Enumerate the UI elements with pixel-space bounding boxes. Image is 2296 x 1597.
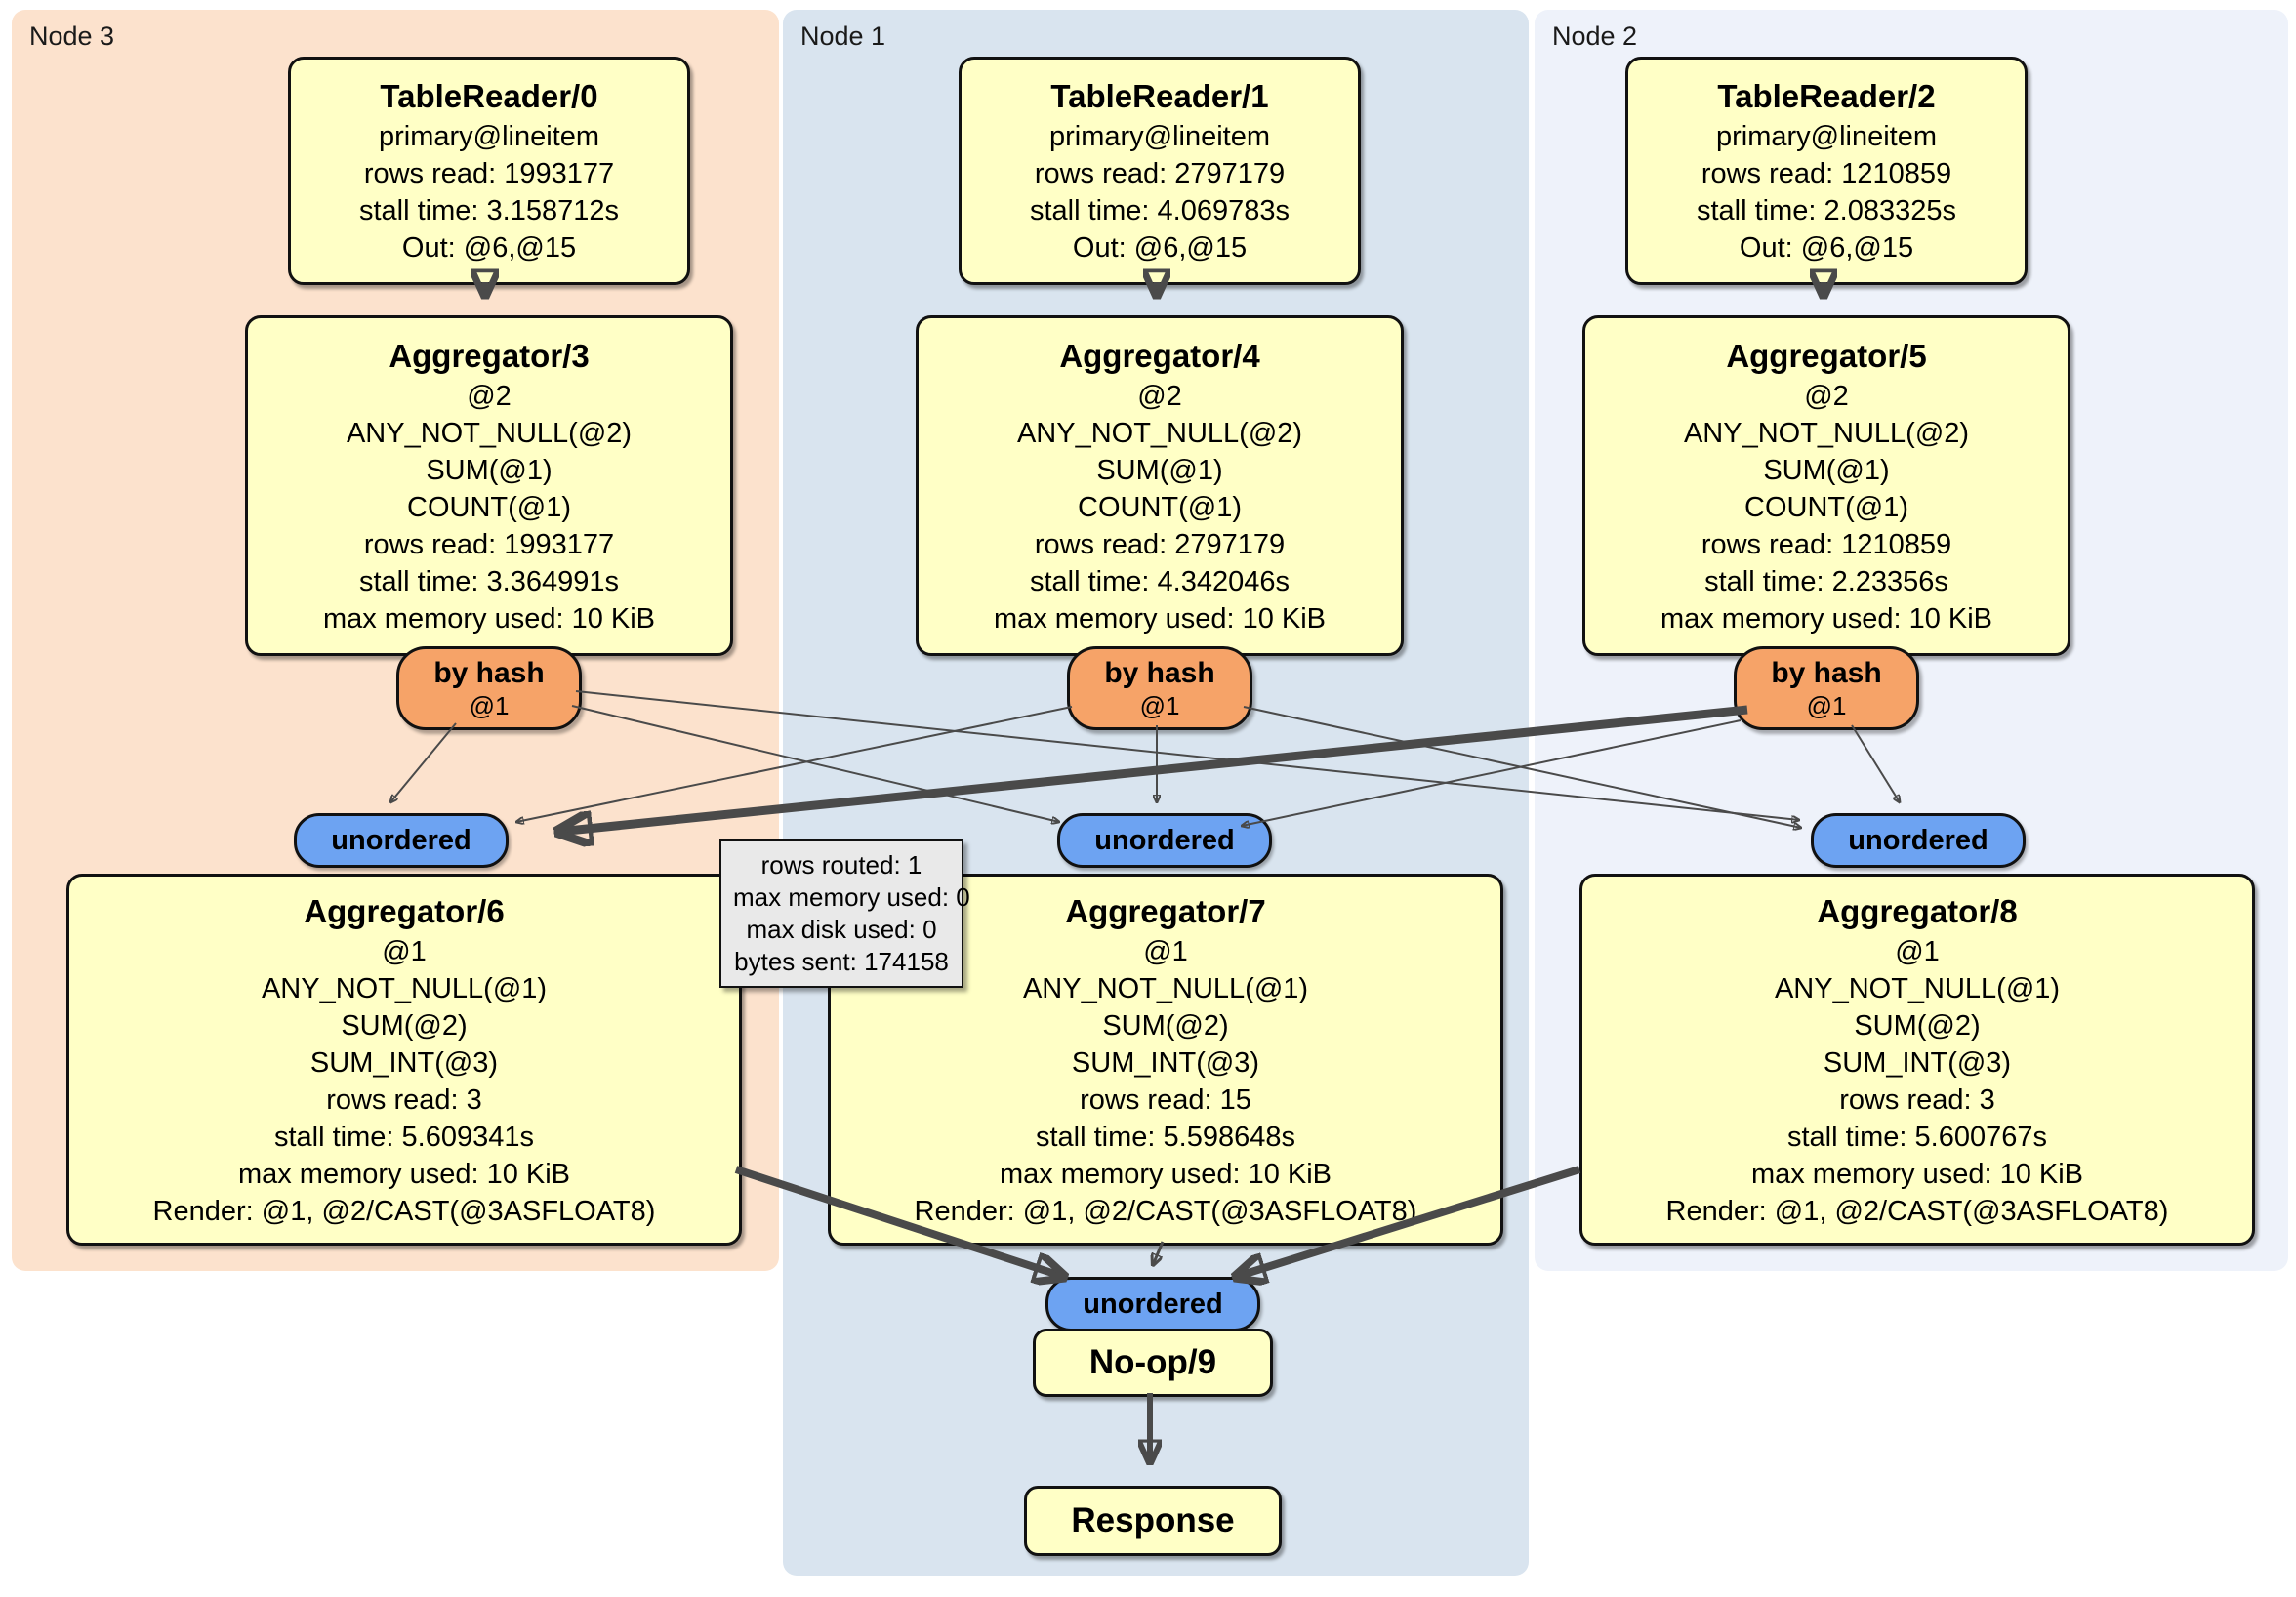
op-detail: @2	[1137, 380, 1182, 412]
op-detail: stall time: 5.598648s	[1036, 1121, 1295, 1153]
op-detail: SUM(@1)	[426, 454, 553, 486]
op-aggregator-5[interactable]: Aggregator/5 @2 ANY_NOT_NULL(@2) SUM(@1)…	[1582, 315, 2070, 656]
op-detail: max memory used: 10 KiB	[993, 602, 1327, 635]
op-detail: ANY_NOT_NULL(@2)	[1683, 417, 1970, 449]
op-detail: SUM(@2)	[1102, 1009, 1229, 1042]
op-detail: rows read: 2797179	[1034, 158, 1286, 189]
op-detail: ANY_NOT_NULL(@1)	[1774, 972, 2061, 1004]
sync-unordered-1[interactable]: unordered	[294, 813, 509, 868]
op-detail: Out: @6,@15	[1072, 232, 1248, 264]
op-detail: primary@lineitem	[1048, 121, 1271, 152]
op-aggregator-4[interactable]: Aggregator/4 @2 ANY_NOT_NULL(@2) SUM(@1)…	[916, 315, 1404, 656]
op-detail: stall time: 3.364991s	[359, 565, 619, 597]
op-detail: stall time: 4.069783s	[1030, 195, 1290, 226]
op-title: Aggregator/8	[1817, 892, 2018, 929]
op-aggregator-3[interactable]: Aggregator/3 @2 ANY_NOT_NULL(@2) SUM(@1)…	[245, 315, 733, 656]
tooltip-line: max disk used: 0	[746, 915, 937, 944]
router-columns: @1	[469, 691, 510, 720]
op-noop-9[interactable]: No-op/9	[1033, 1329, 1273, 1397]
router-label: by hash	[433, 657, 545, 689]
router-label: by hash	[1104, 657, 1215, 689]
op-aggregator-8[interactable]: Aggregator/8 @1 ANY_NOT_NULL(@1) SUM(@2)…	[1579, 874, 2255, 1246]
op-title: Response	[1071, 1501, 1235, 1539]
op-detail: rows read: 1210859	[1701, 158, 1952, 189]
op-detail: ANY_NOT_NULL(@1)	[261, 972, 548, 1004]
op-detail: @1	[1143, 935, 1188, 967]
op-title: Aggregator/5	[1726, 337, 1927, 374]
op-detail: ANY_NOT_NULL(@2)	[346, 417, 633, 449]
op-detail: @1	[1895, 935, 1940, 967]
op-detail: max memory used: 10 KiB	[1750, 1158, 2084, 1190]
op-detail: ANY_NOT_NULL(@1)	[1022, 972, 1309, 1004]
op-title: TableReader/2	[1717, 78, 1936, 114]
tooltip-line: bytes sent: 174158	[734, 947, 949, 976]
op-tablereader-1[interactable]: TableReader/1 primary@lineitem rows read…	[959, 57, 1361, 285]
op-tablereader-2[interactable]: TableReader/2 primary@lineitem rows read…	[1625, 57, 2028, 285]
op-detail: @2	[467, 380, 512, 412]
op-detail: max memory used: 10 KiB	[1660, 602, 1993, 635]
op-detail: SUM(@2)	[1854, 1009, 1981, 1042]
op-detail: rows read: 15	[1080, 1084, 1251, 1116]
op-detail: SUM(@1)	[1096, 454, 1223, 486]
stream-stats-tooltip: rows routed: 1 max memory used: 0 max di…	[719, 839, 970, 988]
op-title: Aggregator/4	[1059, 337, 1260, 374]
op-title: TableReader/0	[380, 78, 598, 114]
op-detail: SUM(@1)	[1763, 454, 1890, 486]
tooltip-line: rows routed: 1	[760, 850, 922, 880]
op-aggregator-6[interactable]: Aggregator/6 @1 ANY_NOT_NULL(@1) SUM(@2)…	[66, 874, 742, 1246]
op-response[interactable]: Response	[1024, 1486, 1282, 1556]
router-by-hash-3[interactable]: by hash @1	[1734, 646, 1919, 730]
sync-unordered-2[interactable]: unordered	[1057, 813, 1272, 868]
op-title: No-op/9	[1088, 1343, 1217, 1381]
op-detail: max memory used: 10 KiB	[999, 1158, 1332, 1190]
panel-label-node-1: Node 1	[800, 21, 886, 51]
op-detail: Render: @1, @2/CAST(@3ASFLOAT8)	[152, 1195, 656, 1227]
op-detail: rows read: 1210859	[1701, 528, 1952, 560]
op-detail: primary@lineitem	[1715, 121, 1938, 152]
op-detail: Render: @1, @2/CAST(@3ASFLOAT8)	[914, 1195, 1417, 1227]
op-title: Aggregator/7	[1065, 892, 1266, 929]
panel-label-node-2: Node 2	[1552, 21, 1638, 51]
sync-unordered-final[interactable]: unordered	[1046, 1277, 1260, 1331]
op-detail: ANY_NOT_NULL(@2)	[1016, 417, 1303, 449]
op-detail: SUM_INT(@3)	[1071, 1046, 1260, 1079]
op-detail: Out: @6,@15	[401, 232, 577, 264]
op-detail: Render: @1, @2/CAST(@3ASFLOAT8)	[1665, 1195, 2169, 1227]
op-detail: stall time: 4.342046s	[1030, 565, 1290, 597]
tooltip-line: max memory used: 0	[733, 882, 970, 912]
router-columns: @1	[1139, 691, 1180, 720]
op-detail: Out: @6,@15	[1739, 232, 1914, 264]
op-title: TableReader/1	[1050, 78, 1269, 114]
op-detail: @2	[1804, 380, 1849, 412]
op-detail: SUM_INT(@3)	[309, 1046, 499, 1079]
router-columns: @1	[1806, 691, 1847, 720]
op-detail: primary@lineitem	[378, 121, 600, 152]
op-detail: COUNT(@1)	[407, 491, 571, 523]
router-by-hash-2[interactable]: by hash @1	[1067, 646, 1252, 730]
op-detail: @1	[382, 935, 427, 967]
op-detail: COUNT(@1)	[1078, 491, 1242, 523]
router-by-hash-1[interactable]: by hash @1	[396, 646, 582, 730]
op-title: Aggregator/3	[389, 337, 590, 374]
op-detail: SUM(@2)	[341, 1009, 468, 1042]
router-label: by hash	[1771, 657, 1882, 689]
op-detail: stall time: 5.609341s	[274, 1121, 534, 1153]
op-detail: stall time: 2.23356s	[1704, 565, 1948, 597]
op-detail: rows read: 3	[326, 1084, 482, 1116]
op-detail: COUNT(@1)	[1744, 491, 1908, 523]
op-detail: rows read: 1993177	[363, 158, 615, 189]
panel-label-node-3: Node 3	[29, 21, 115, 51]
op-detail: stall time: 3.158712s	[359, 195, 619, 226]
op-detail: max memory used: 10 KiB	[237, 1158, 571, 1190]
op-detail: rows read: 3	[1839, 1084, 1995, 1116]
op-title: Aggregator/6	[304, 892, 505, 929]
op-detail: stall time: 5.600767s	[1787, 1121, 2047, 1153]
op-detail: SUM_INT(@3)	[1823, 1046, 2012, 1079]
op-tablereader-0[interactable]: TableReader/0 primary@lineitem rows read…	[288, 57, 690, 285]
op-detail: max memory used: 10 KiB	[322, 602, 656, 635]
op-detail: rows read: 2797179	[1034, 528, 1286, 560]
op-detail: rows read: 1993177	[363, 528, 615, 560]
op-detail: stall time: 2.083325s	[1697, 195, 1956, 226]
sync-unordered-3[interactable]: unordered	[1811, 813, 2026, 868]
